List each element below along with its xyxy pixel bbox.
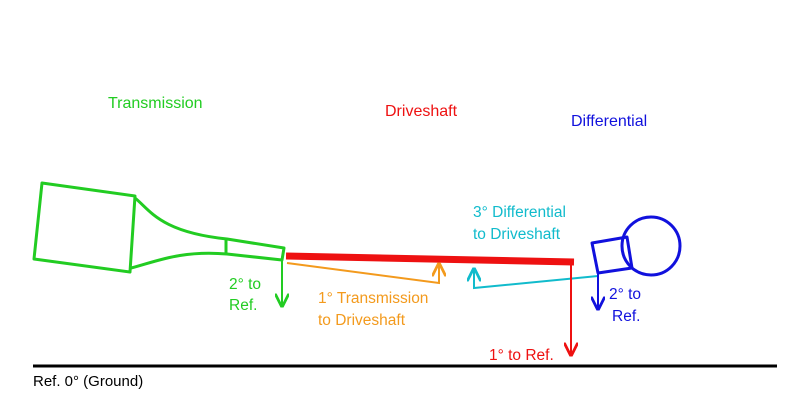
- driveshaft-bar: [285, 252, 575, 266]
- driveshaft-ref-label: 1° to Ref.: [489, 347, 554, 364]
- transmission-ref-label-line2: Ref.: [229, 297, 257, 314]
- diff-shaft-angle-label-line1: 3° Differential: [473, 204, 566, 221]
- transmission-ref-label: 2° to Ref.: [229, 276, 265, 314]
- transmission-bell: [130, 196, 286, 270]
- diff-shaft-angle-line: [474, 269, 599, 290]
- transmission-title: Transmission: [108, 95, 203, 112]
- trans-shaft-angle-label-line2: to Driveshaft: [318, 312, 406, 329]
- transmission-housing: [32, 181, 137, 274]
- trans-shaft-angle-label-line1: 1° Transmission: [318, 290, 428, 307]
- trans-shaft-angle-line: [286, 262, 439, 285]
- diff-shaft-angle-label: 3° Differential to Driveshaft: [473, 204, 570, 243]
- driveshaft-title: Driveshaft: [385, 103, 458, 120]
- differential-ref-label: 2° to Ref.: [609, 286, 645, 325]
- trans-shaft-angle-label: 1° Transmission to Driveshaft: [318, 290, 433, 329]
- differential-ref-label-line1: 2° to: [609, 286, 641, 303]
- transmission-ref-label-line1: 2° to: [229, 276, 261, 293]
- ground-label: Ref. 0° (Ground): [33, 373, 143, 390]
- differential-carrier: [620, 215, 682, 277]
- differential-ref-label-line2: Ref.: [612, 308, 640, 325]
- differential-shape: [590, 215, 682, 277]
- diff-shaft-angle-label-line2: to Driveshaft: [473, 226, 561, 243]
- differential-title: Differential: [571, 113, 647, 130]
- differential-pinion-housing: [590, 235, 634, 275]
- transmission-shape: [32, 181, 286, 274]
